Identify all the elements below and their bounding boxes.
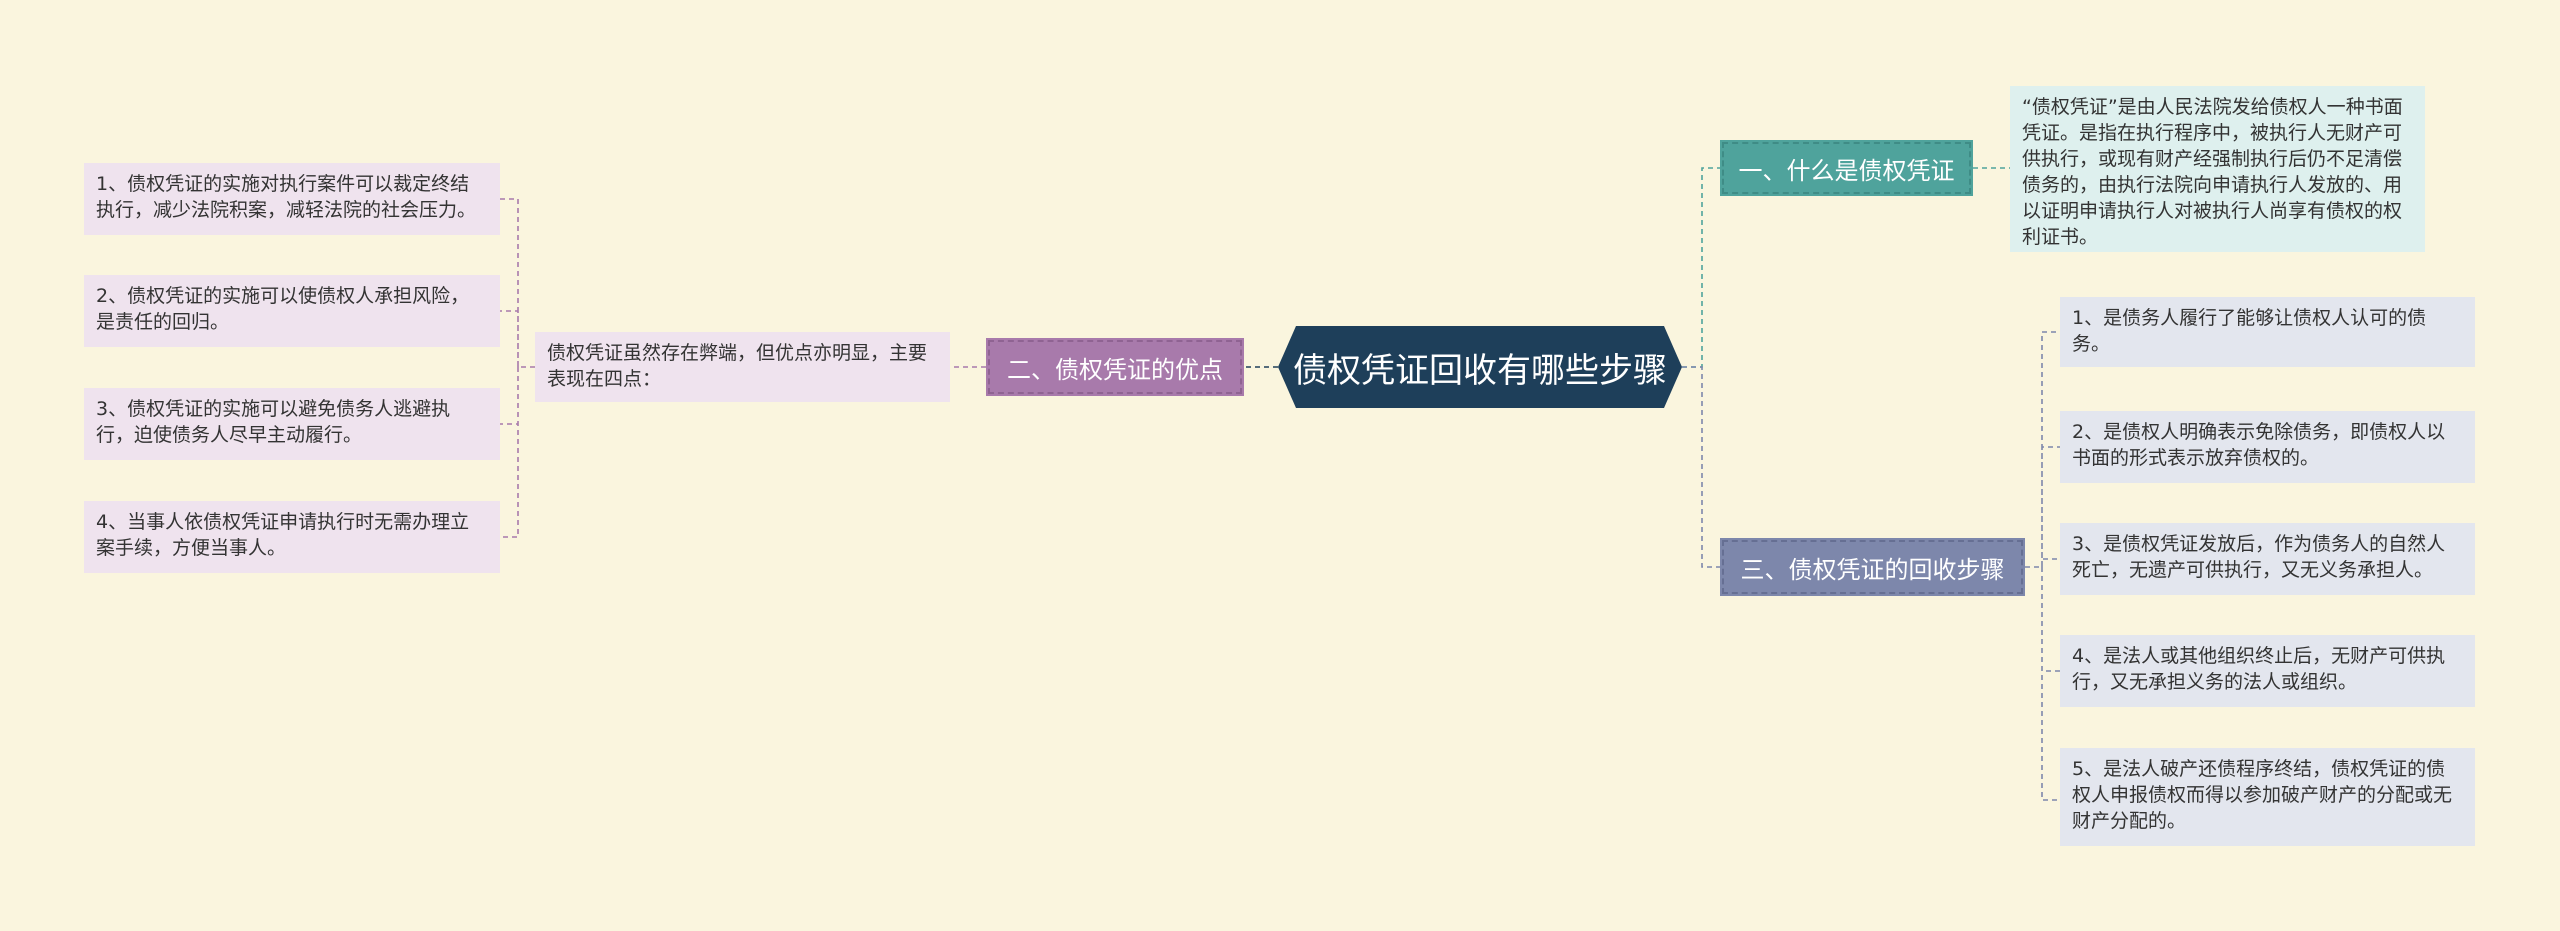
root-node-title[interactable]: 债权凭证回收有哪些步骤 (1293, 350, 1667, 391)
advantage-item-3-text: 3、债权凭证的实施可以避免债务人逃避执行，迫使债务人尽早主动履行。 (96, 398, 451, 446)
definition-text-box: “债权凭证”是由人民法院发给债权人一种书面凭证。是指在执行程序中，被执行人无财产… (2010, 86, 2425, 252)
advantages-summary-text: 债权凭证虽然存在弊端，但优点亦明显，主要表现在四点： (547, 342, 928, 390)
root-node-shape (1278, 326, 1682, 408)
step-item-4-text: 4、是法人或其他组织终止后，无财产可供执行，又无承担义务的法人或组织。 (2072, 645, 2446, 693)
connector-summary-items (500, 198, 535, 538)
branch-recovery-steps[interactable]: 三、债权凭证的回收步骤 (1720, 538, 2025, 596)
connector-root-what (1682, 167, 1720, 368)
branch-steps-label: 三、债权凭证的回收步骤 (1740, 555, 2005, 584)
advantage-item-3: 3、债权凭证的实施可以避免债务人逃避执行，迫使债务人尽早主动履行。 (84, 388, 500, 460)
step-item-2: 2、是债权人明确表示免除债务，即债权人以书面的形式表示放弃债权的。 (2060, 411, 2475, 483)
step-item-4: 4、是法人或其他组织终止后，无财产可供执行，又无承担义务的法人或组织。 (2060, 635, 2475, 707)
branch-what-label: 一、什么是债权凭证 (1738, 156, 1955, 185)
step-item-1: 1、是债务人履行了能够让债权人认可的债务。 (2060, 297, 2475, 367)
branch-what-is-debt-certificate[interactable]: 一、什么是债权凭证 (1720, 140, 1973, 196)
step-item-5-text: 5、是法人破产还债程序终结，债权凭证的债权人申报债权而得以参加破产财产的分配或无… (2072, 758, 2453, 832)
advantage-item-2-text: 2、债权凭证的实施可以使债权人承担风险，是责任的回归。 (96, 285, 470, 333)
step-item-5: 5、是法人破产还债程序终结，债权凭证的债权人申报债权而得以参加破产财产的分配或无… (2060, 748, 2475, 846)
advantage-item-4: 4、当事人依债权凭证申请执行时无需办理立案手续，方便当事人。 (84, 501, 500, 573)
branch-advantages[interactable]: 二、债权凭证的优点 (986, 338, 1244, 396)
connector-steps-items (2025, 331, 2060, 801)
step-item-3: 3、是债权凭证发放后，作为债务人的自然人死亡，无遗产可供执行，又无义务承担人。 (2060, 523, 2475, 595)
advantage-item-1-text: 1、债权凭证的实施对执行案件可以裁定终结执行，减少法院积案，减轻法院的社会压力。 (96, 173, 477, 221)
advantages-summary: 债权凭证虽然存在弊端，但优点亦明显，主要表现在四点： (535, 332, 950, 402)
branch-advantages-label: 二、债权凭证的优点 (1007, 355, 1223, 384)
step-item-2-text: 2、是债权人明确表示免除债务，即债权人以书面的形式表示放弃债权的。 (2072, 421, 2446, 469)
connector-root-steps (1682, 366, 1720, 568)
definition-text: “债权凭证”是由人民法院发给债权人一种书面凭证。是指在执行程序中，被执行人无财产… (2022, 96, 2403, 248)
advantage-item-1: 1、债权凭证的实施对执行案件可以裁定终结执行，减少法院积案，减轻法院的社会压力。 (84, 163, 500, 235)
step-item-1-text: 1、是债务人履行了能够让债权人认可的债务。 (2072, 307, 2427, 355)
step-item-3-text: 3、是债权凭证发放后，作为债务人的自然人死亡，无遗产可供执行，又无义务承担人。 (2072, 533, 2446, 581)
advantage-item-4-text: 4、当事人依债权凭证申请执行时无需办理立案手续，方便当事人。 (96, 511, 470, 559)
advantage-item-2: 2、债权凭证的实施可以使债权人承担风险，是责任的回归。 (84, 275, 500, 347)
